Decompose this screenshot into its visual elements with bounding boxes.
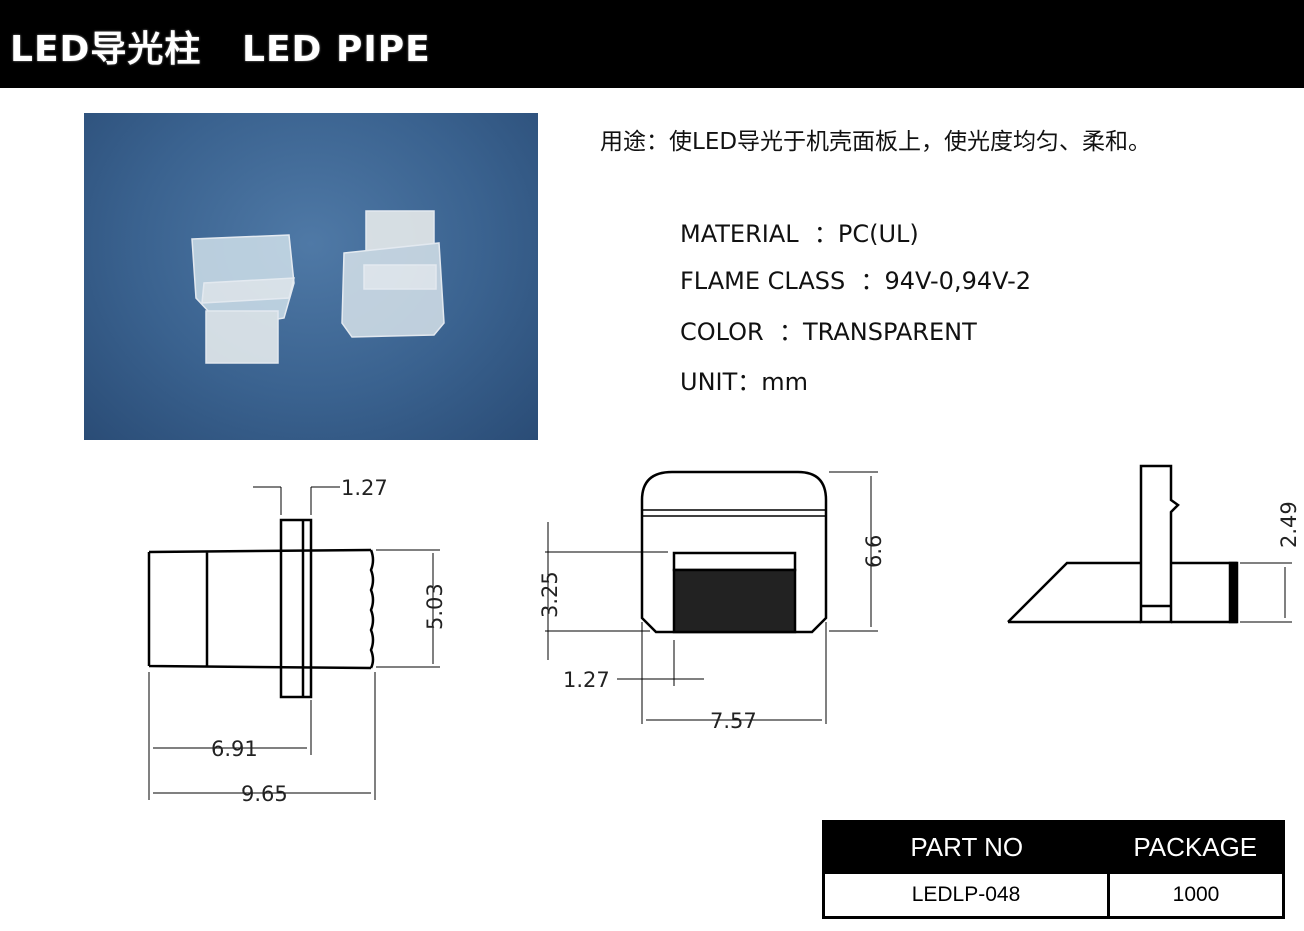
product-photo: [84, 113, 538, 440]
dim-width: 7.57: [710, 709, 757, 733]
part-no-cell: LEDLP-048: [822, 871, 1110, 919]
dim-end-height: 2.49: [1277, 501, 1301, 548]
header-part-no: PART NO: [823, 821, 1109, 873]
end-view: [1007, 464, 1292, 624]
dim-total: 9.65: [241, 782, 288, 806]
package-cell: 1000: [1107, 871, 1285, 919]
unit-spec: UNIT：mm: [680, 368, 809, 396]
side-view: [147, 486, 440, 800]
page-title: LED导光柱 LED PIPE: [10, 29, 431, 70]
header-package: PACKAGE: [1108, 821, 1284, 873]
dim-offset: 3.25: [538, 571, 562, 618]
dim-flange: 1.27: [341, 476, 388, 500]
dim-pitch: 1.27: [563, 668, 610, 692]
color-spec: COLOR ：TRANSPARENT: [680, 318, 977, 346]
dim-to-flange: 6.91: [211, 737, 258, 761]
dim-front-height: 6.6: [862, 535, 886, 568]
header-bar: LED导光柱 LED PIPE: [0, 0, 1304, 88]
flame-class-spec: FLAME CLASS ：94V-0,94V-2: [680, 267, 1032, 295]
material-spec: MATERIAL ：PC(UL): [680, 220, 919, 248]
usage-text: 用途：使LED导光于机壳面板上，使光度均匀、柔和。: [600, 129, 1152, 155]
dim-height: 5.03: [423, 583, 447, 630]
front-view: [545, 470, 878, 724]
